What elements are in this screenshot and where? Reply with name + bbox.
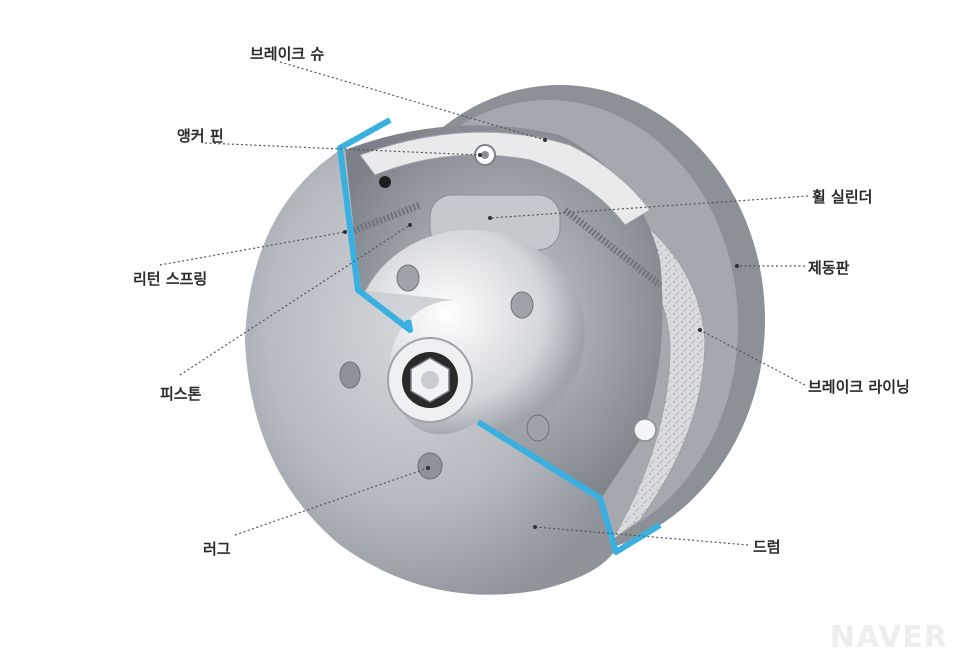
dot-brake-shoe bbox=[543, 138, 547, 142]
label-brake-shoe: 브레이크 슈 bbox=[250, 45, 325, 63]
drum-face bbox=[245, 150, 615, 595]
dot-brake-lining bbox=[698, 328, 702, 332]
leader-wheel-cylinder bbox=[489, 195, 809, 219]
leader-lines bbox=[159, 61, 809, 546]
cutaway-edge bbox=[337, 117, 413, 333]
dot-return-spring bbox=[343, 230, 347, 234]
stud-2 bbox=[510, 291, 534, 319]
label-lug: 러그 bbox=[203, 540, 231, 558]
label-anchor-pin: 앵커 핀 bbox=[177, 127, 224, 145]
dot-drum bbox=[533, 525, 537, 529]
return-spring-left bbox=[348, 201, 422, 236]
dot-anchor-pin bbox=[478, 153, 482, 157]
leader-brake-lining bbox=[699, 329, 806, 386]
dot-wheel-cylinder bbox=[488, 216, 492, 220]
leader-piston bbox=[179, 224, 411, 376]
dot-piston bbox=[408, 223, 412, 227]
label-backing-plate: 제동판 bbox=[808, 259, 850, 277]
return-spring-right bbox=[562, 207, 663, 288]
brake-shoe bbox=[359, 131, 651, 226]
leader-dots bbox=[343, 138, 739, 529]
label-brake-lining: 브레이크 라이닝 bbox=[808, 378, 910, 396]
label-wheel-cylinder: 휠 실린더 bbox=[812, 188, 873, 206]
axle-cap bbox=[421, 371, 439, 389]
leader-brake-shoe bbox=[279, 61, 546, 141]
anchor-pin-center bbox=[481, 151, 489, 159]
label-return-spring: 리턴 스프링 bbox=[133, 270, 208, 288]
adjuster-hole bbox=[379, 176, 391, 188]
naver-watermark: NAVER bbox=[829, 620, 948, 655]
lug-hole-1 bbox=[339, 361, 361, 389]
label-drum: 드럼 bbox=[753, 538, 781, 556]
label-piston: 피스톤 bbox=[160, 385, 202, 403]
stud-1 bbox=[396, 264, 420, 292]
cutaway-edge-lower bbox=[476, 419, 662, 555]
shoe-hold-pin bbox=[633, 418, 657, 442]
lug-hole-2 bbox=[417, 452, 443, 480]
dot-lug bbox=[426, 466, 430, 470]
wheel-studs bbox=[396, 264, 550, 442]
leader-anchor-pin bbox=[204, 142, 481, 156]
dot-backing-plate bbox=[735, 264, 739, 268]
stud-3 bbox=[526, 414, 550, 442]
